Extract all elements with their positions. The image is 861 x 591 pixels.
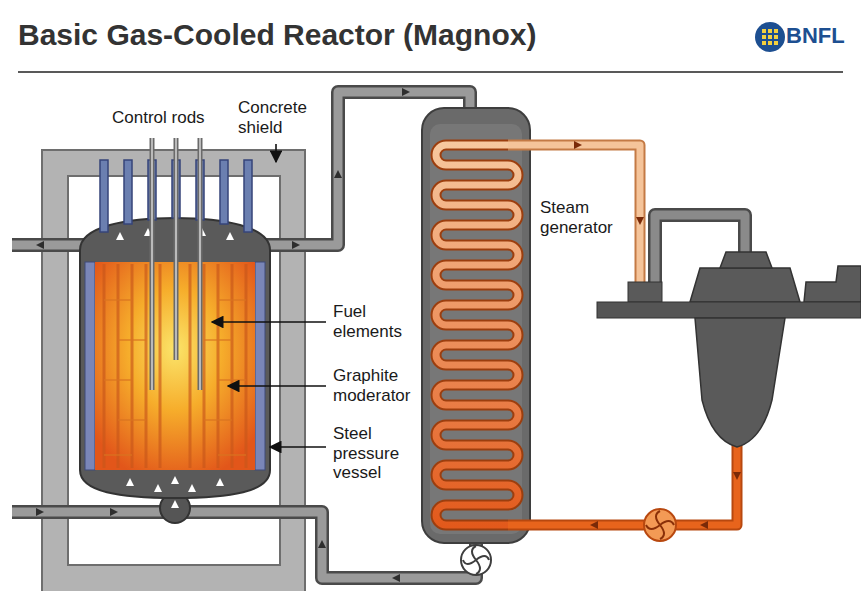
feed-pump bbox=[644, 509, 676, 541]
part-label: Fuel elements bbox=[333, 302, 415, 341]
leader-lines bbox=[212, 144, 326, 447]
part-label: Concrete shield bbox=[238, 98, 312, 137]
logo-icon bbox=[755, 22, 785, 52]
part-label: Steel pressure vessel bbox=[333, 424, 411, 483]
steam-generator-vessel bbox=[422, 108, 530, 543]
part-label: Steam generator bbox=[540, 198, 632, 237]
control-rods bbox=[152, 138, 200, 390]
steam-pipe bbox=[508, 145, 640, 285]
title: Basic Gas-Cooled Reactor (Magnox) bbox=[18, 18, 536, 52]
logo-text: BNFL bbox=[786, 23, 845, 48]
gas-pipes bbox=[12, 92, 476, 578]
gas-circulator bbox=[461, 545, 491, 575]
boiler-coil bbox=[436, 145, 518, 525]
part-label: Control rods bbox=[112, 108, 205, 128]
turbine-hall bbox=[597, 215, 861, 447]
feed-water-pipe bbox=[508, 445, 737, 525]
part-label: Graphite moderator bbox=[333, 366, 419, 405]
title-rule bbox=[18, 71, 843, 73]
